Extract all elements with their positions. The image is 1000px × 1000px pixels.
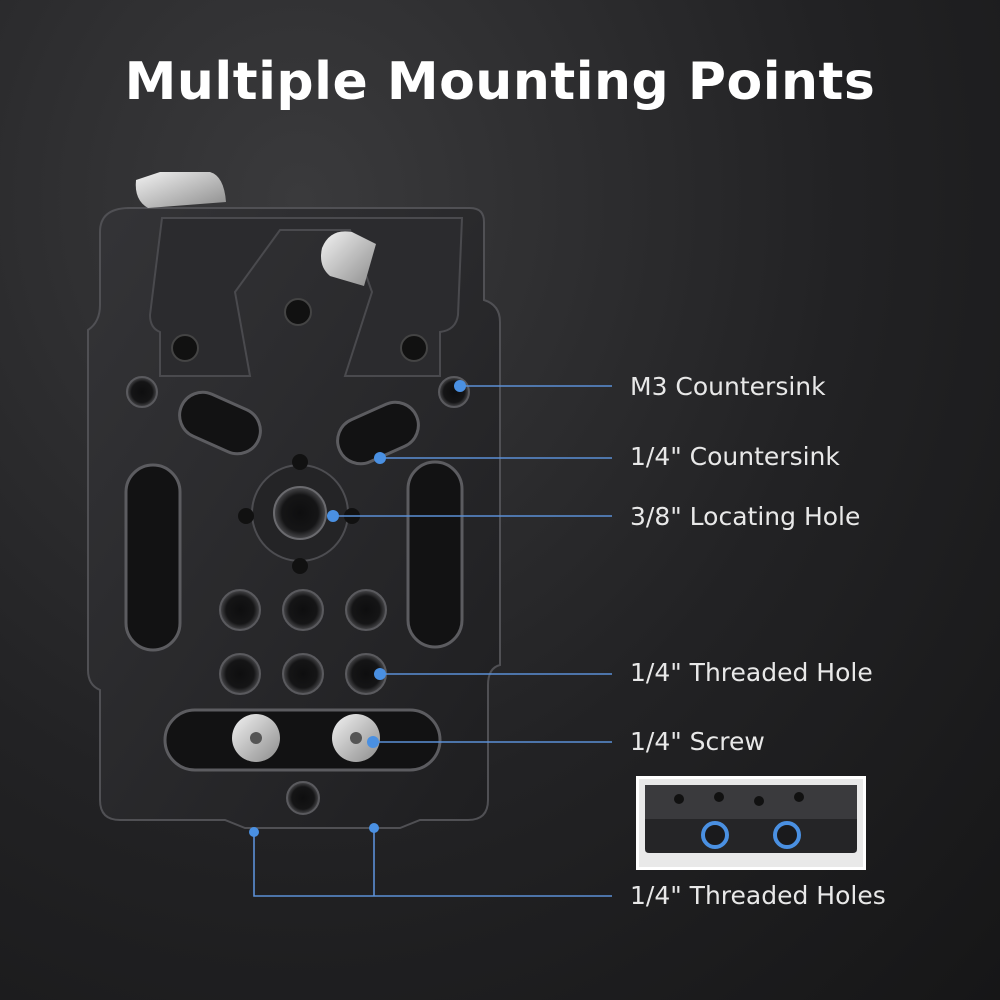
callout-dot-m3 bbox=[454, 380, 466, 392]
callout-label-locating-hole: 3/8" Locating Hole bbox=[630, 502, 861, 531]
callout-dots bbox=[249, 380, 466, 837]
callout-dot-locating bbox=[327, 510, 339, 522]
side-hole-left bbox=[701, 821, 729, 849]
callout-label-quarter-countersink: 1/4" Countersink bbox=[630, 442, 840, 471]
v-mount-plate bbox=[87, 172, 501, 829]
callout-label-m3: M3 Countersink bbox=[630, 372, 826, 401]
callout-dot-bottom-right bbox=[369, 823, 379, 833]
threaded-hole-grid bbox=[219, 589, 387, 695]
callout-dot-screw bbox=[367, 736, 379, 748]
callout-lines bbox=[253, 385, 612, 897]
callout-label-screw: 1/4" Screw bbox=[630, 727, 765, 756]
release-lever bbox=[135, 172, 226, 208]
callout-dot-threaded-hole bbox=[374, 668, 386, 680]
side-view-image bbox=[639, 779, 863, 867]
callout-dot-countersink bbox=[374, 452, 386, 464]
side-hole-right bbox=[773, 821, 801, 849]
callout-label-threaded-hole: 1/4" Threaded Hole bbox=[630, 658, 873, 687]
locking-pin bbox=[321, 231, 376, 286]
callout-label-threaded-holes: 1/4" Threaded Holes bbox=[630, 881, 886, 910]
page-title: Multiple Mounting Points bbox=[124, 52, 876, 112]
side-view-inset bbox=[636, 776, 866, 870]
callout-dot-bottom-left bbox=[249, 827, 259, 837]
